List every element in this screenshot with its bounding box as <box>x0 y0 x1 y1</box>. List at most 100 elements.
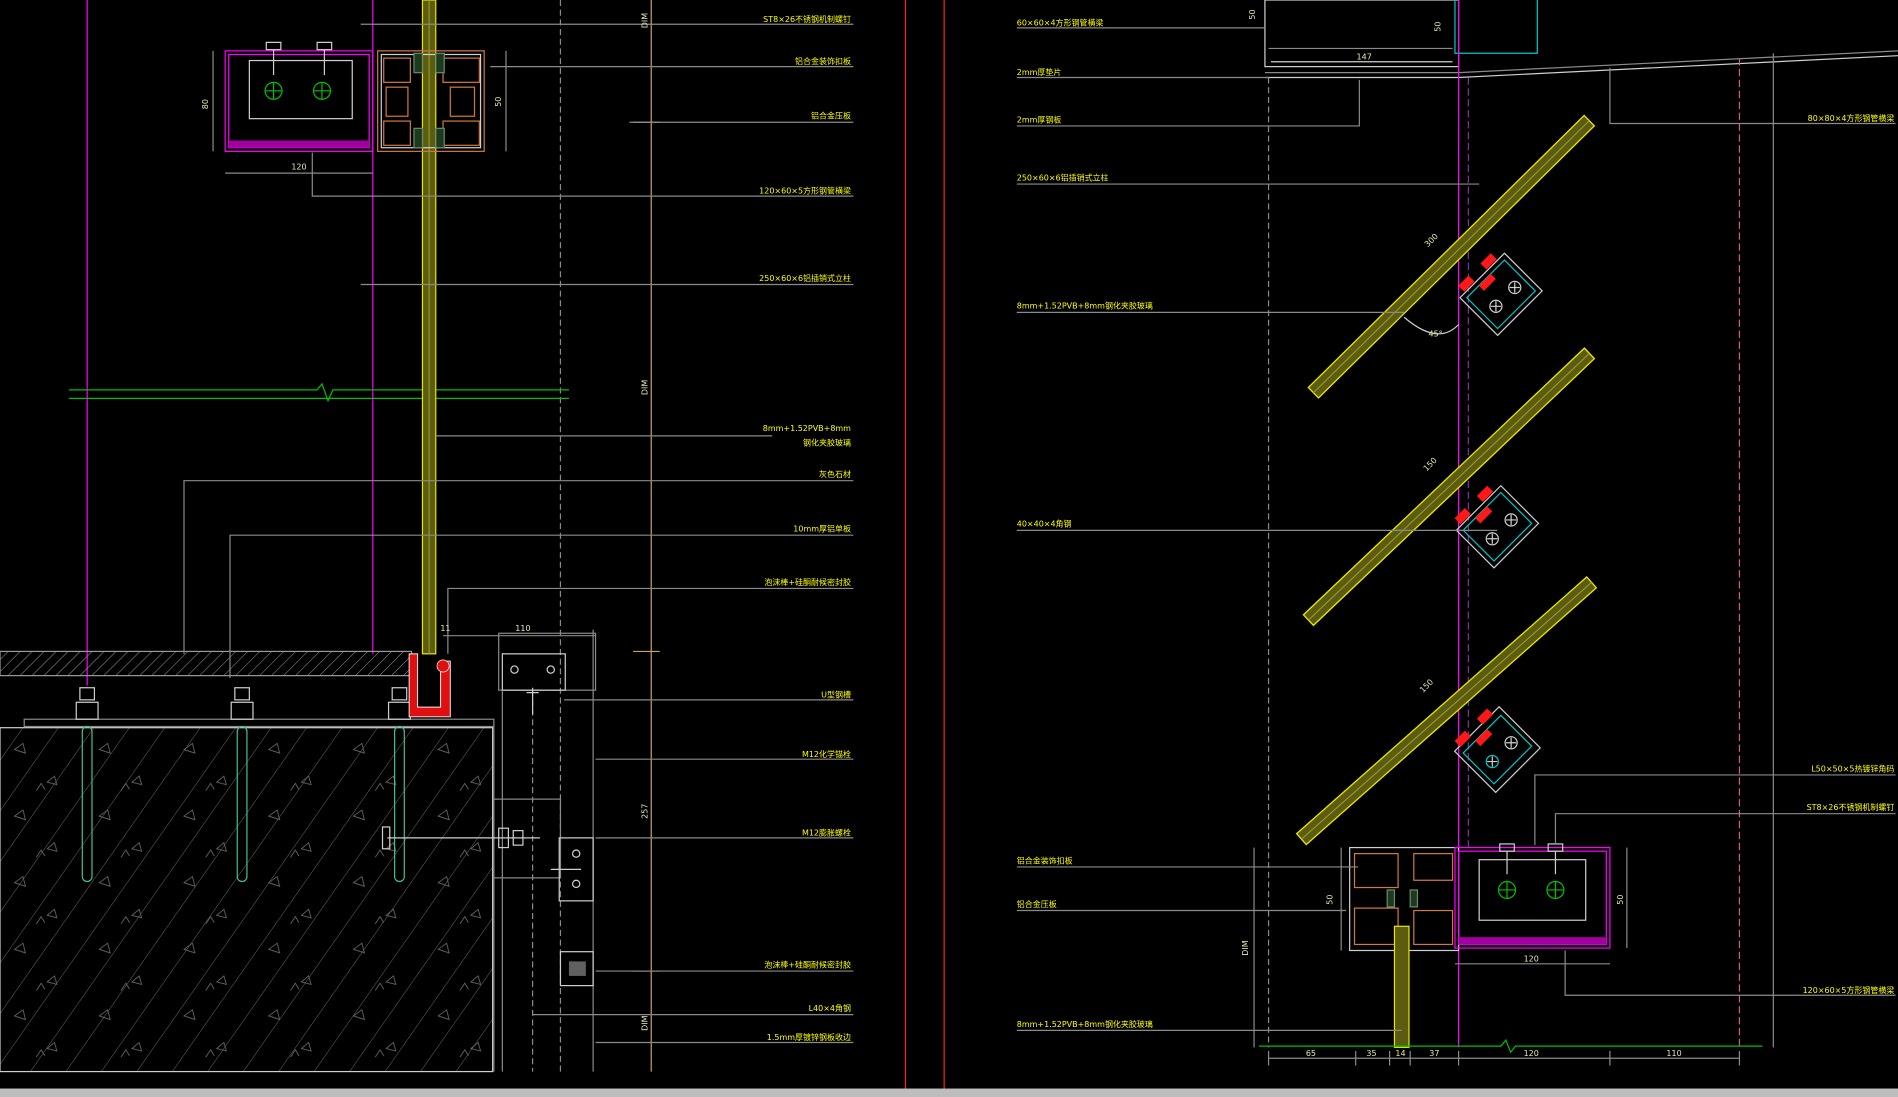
fin-angle-marker <box>1403 316 1460 335</box>
fin-bracket-1 <box>1458 252 1543 337</box>
tube-bottom-wall <box>228 140 370 148</box>
anchor-bolt <box>230 687 254 883</box>
leader-line <box>1016 79 1360 127</box>
steel-tube-top <box>1454 0 1538 54</box>
fin-bracket-3 <box>1453 705 1542 794</box>
dimension-tick <box>1267 1050 1741 1066</box>
screw <box>264 41 283 100</box>
dim-text: 50 <box>1616 895 1625 905</box>
anchor-nut <box>234 687 250 701</box>
label-cover-cap: 铝合金装饰扣板 <box>1017 855 1073 865</box>
glazing-gasket <box>1386 889 1396 908</box>
clamp-pad <box>1475 506 1493 524</box>
dim-text: 120 <box>1524 954 1539 963</box>
profile-outline <box>377 50 485 152</box>
dim-text: 50 <box>1433 22 1442 32</box>
glazing-gasket <box>1409 889 1419 908</box>
dim-text: 14 <box>1395 1049 1405 1058</box>
right-leader-lines <box>1016 27 1896 1032</box>
screw-dot <box>571 849 581 858</box>
tube-outer <box>1454 846 1611 949</box>
bolt-cross <box>1487 514 1517 544</box>
sealant-bead <box>436 659 450 673</box>
leader-line <box>1534 774 1896 846</box>
leader-line <box>1564 950 1896 996</box>
right-bottom-assembly <box>1253 843 1628 1048</box>
leader-line <box>311 152 854 197</box>
dim-text: 110 <box>1666 1049 1681 1058</box>
dim-text: 37 <box>1429 1049 1439 1058</box>
label-chemical-anchor: M12化学锚栓 <box>802 749 851 759</box>
bolt-circle <box>1504 513 1518 527</box>
floor-level-line <box>68 382 569 403</box>
leader-line <box>1609 67 1896 125</box>
dim-text: 45° <box>1429 330 1443 339</box>
dim-text: 11 <box>440 624 450 633</box>
left-leader-lines <box>183 23 854 1044</box>
screw <box>1497 843 1517 900</box>
label-glass-type: 钢化夹胶玻璃 <box>803 438 851 448</box>
profile-outline <box>380 53 482 149</box>
glazing-gasket <box>435 52 445 74</box>
dim-text: 65 <box>1306 1049 1316 1058</box>
bolt-circle <box>1504 736 1518 750</box>
label-mullion: 250×60×6铝插销式立柱 <box>1017 172 1109 182</box>
label-panel: 10mm厚铝单板 <box>793 524 851 534</box>
label-angle-steel: 40×40×4角钢 <box>1017 519 1072 529</box>
bracket-body <box>1459 252 1543 337</box>
right-floor-level <box>1258 1038 1763 1066</box>
label-sealant: 泡沫棒+硅酮耐候密封胶 <box>764 577 851 587</box>
label-bolt: M12膨胀螺栓 <box>802 827 851 837</box>
screw <box>1546 843 1565 900</box>
right-labels: 60×60×4方形钢管横梁 2mm厚垫片 2mm厚钢板 250×60×6铝插销式… <box>1017 17 1895 1028</box>
dim-text: 50 <box>1248 9 1257 19</box>
tube-cavity <box>248 59 353 120</box>
label-mullion: 250×60×6铝插销式立柱 <box>759 273 851 283</box>
stone-slab <box>0 650 413 677</box>
fin-bracket-2 <box>1454 484 1540 569</box>
dim-text: 110 <box>515 624 530 633</box>
leader-line <box>183 480 854 654</box>
screw-cross <box>265 82 283 100</box>
u-channel-with-sealant <box>408 653 451 718</box>
clamp-pad <box>1480 253 1497 270</box>
clamp-pad <box>1454 730 1471 748</box>
label-angle-bracket: L50×50×5热镀锌角码 <box>1811 763 1894 773</box>
leader-line <box>229 534 854 679</box>
level-line <box>68 382 569 403</box>
fin-interlayer <box>1308 353 1590 621</box>
profile-chamber <box>1413 853 1454 881</box>
glass-body <box>1393 925 1410 1048</box>
screw-dot <box>546 665 555 674</box>
viewport-bottom-edge <box>0 1088 1898 1097</box>
glass-fin-2 <box>1302 347 1596 627</box>
label-bottom-transom: 120×60×5方形钢管横梁 <box>1803 985 1895 995</box>
glass-fin-1 <box>1307 114 1596 399</box>
tube-bottom-wall <box>1458 937 1607 945</box>
screw-cross <box>1546 881 1564 899</box>
screw-dot <box>571 879 581 889</box>
leader-line <box>1554 813 1896 844</box>
glazing-gasket <box>435 127 445 149</box>
label-screw: ST8×26不锈钢机制螺钉 <box>1807 802 1895 812</box>
clamp-pad <box>1458 275 1475 292</box>
anchor-nut <box>391 687 408 701</box>
bolt-circle <box>1485 754 1499 769</box>
label-glass-spec: 8mm+1.52PVB+8mm <box>763 424 851 433</box>
steel-subframe <box>381 632 597 1072</box>
bracket-body <box>1455 484 1540 569</box>
stone-sill <box>0 650 413 677</box>
bracket-body <box>1462 491 1533 562</box>
label-steel-plate: 2mm厚钢板 <box>1017 114 1062 124</box>
profile-chamber <box>1413 909 1454 946</box>
bolt-cross <box>1487 737 1517 767</box>
screw-cross <box>313 82 331 100</box>
label-sealant: 泡沫棒+硅酮耐候密封胶 <box>764 959 851 969</box>
label-fin-glass: 8mm+1.52PVB+8mm钢化夹胶玻璃 <box>1017 301 1153 311</box>
label-flashing: 1.5mm厚镀锌钢板收边 <box>767 1032 851 1042</box>
angle-arc <box>1403 316 1460 335</box>
chemical-anchors <box>75 687 411 883</box>
anchor-rod <box>236 725 248 883</box>
clamp-pad <box>1476 485 1494 502</box>
